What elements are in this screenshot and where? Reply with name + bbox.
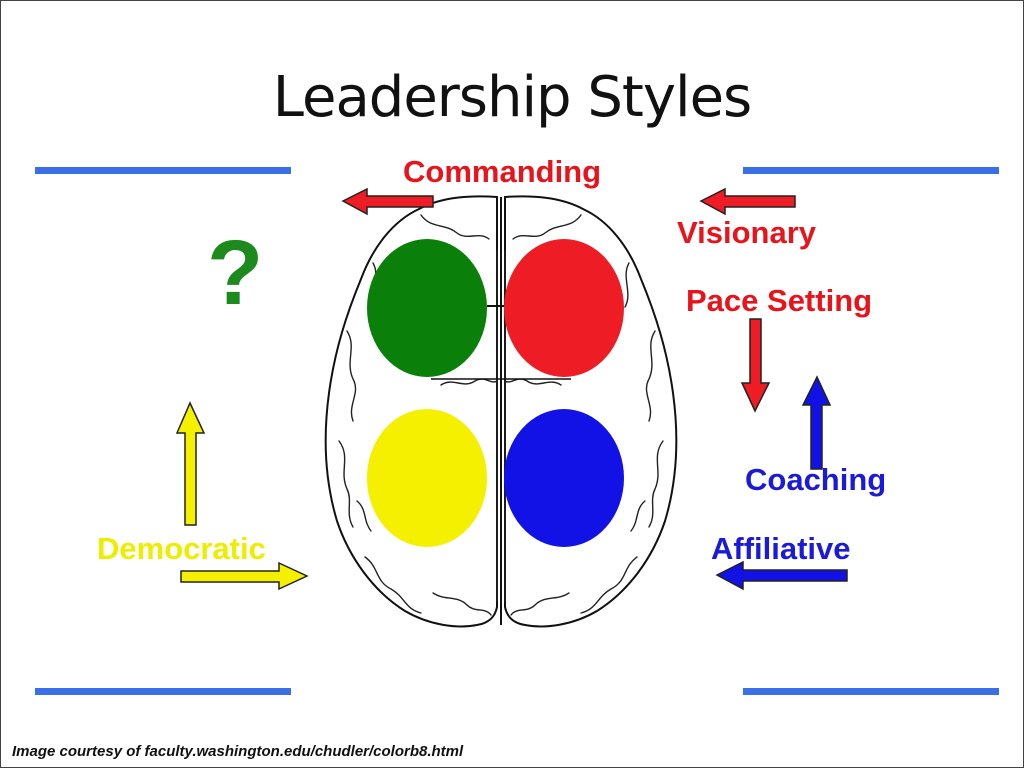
brain-gyri [338, 214, 664, 616]
bottom-left-rule [35, 688, 291, 695]
visionary-label: Visionary [677, 215, 817, 250]
democratic-arrow-right [180, 561, 309, 591]
pace-setting-label: Pace Setting [686, 283, 873, 318]
democratic-arrow-up [175, 401, 206, 526]
green-lobe [367, 239, 487, 377]
coaching-label: Coaching [745, 462, 887, 497]
yellow-lobe [367, 409, 487, 547]
commanding-label: Commanding [403, 154, 602, 189]
top-left-rule [35, 167, 291, 174]
commanding-arrow-left [341, 187, 434, 216]
brain-outline [324, 195, 678, 628]
bottom-right-rule [743, 688, 999, 695]
affiliative-label: Affiliative [711, 531, 851, 566]
top-right-rule [743, 167, 999, 174]
coaching-arrow-up [801, 375, 832, 470]
pace-setting-arrow-down [740, 318, 771, 413]
visionary-arrow-left [699, 187, 796, 216]
question-mark: ? [207, 222, 264, 324]
red-lobe [504, 239, 624, 377]
affiliative-arrow-left [715, 560, 848, 591]
image-credit: Image courtesy of faculty.washington.edu… [12, 743, 464, 760]
blue-lobe [504, 409, 624, 547]
slide-title: Leadership Styles [272, 65, 752, 130]
democratic-label: Democratic [97, 531, 266, 566]
